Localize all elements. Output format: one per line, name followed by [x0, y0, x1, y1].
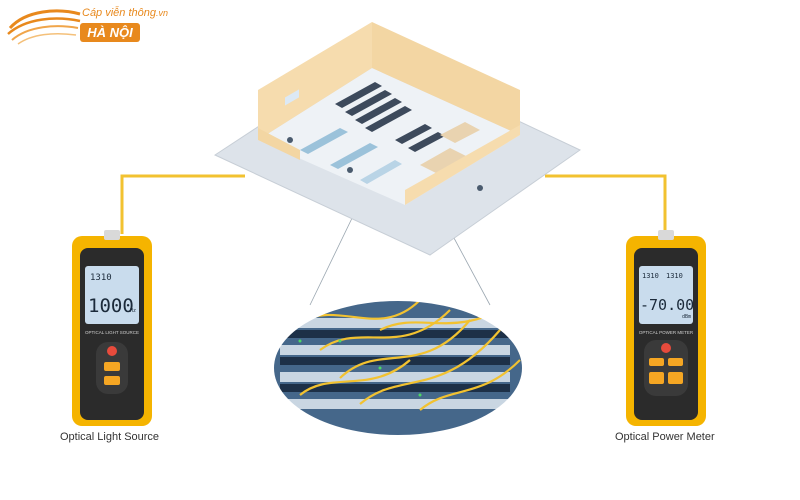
logo-city-badge: HÀ NỘI — [80, 23, 140, 42]
left-fiber-cable — [120, 174, 245, 234]
logo-brand-name: Cáp viễn thông — [82, 7, 156, 19]
left-lcd-small: 1310 — [90, 273, 112, 283]
right-btn-3 — [649, 372, 664, 384]
optical-light-source-device: 1310 1000 Hz OPTICAL LIGHT SOURCE — [72, 230, 152, 426]
logo-brand-suffix: .vn — [156, 8, 169, 18]
left-mode-button — [104, 362, 120, 371]
left-lcd-unit: Hz — [130, 308, 136, 314]
right-btn-2 — [668, 358, 683, 366]
zoom-line-left — [309, 211, 356, 306]
right-lcd-unit: dBm — [682, 314, 691, 320]
right-lcd-small: 1310 — [642, 272, 659, 280]
right-btn-4 — [668, 372, 683, 384]
right-power-button-icon — [661, 343, 671, 353]
right-lcd-main: -70.00 — [640, 296, 694, 314]
right-device-caption: Optical Power Meter — [615, 431, 715, 443]
optical-power-meter-device: 1310 1310 -70.00 dBm OPTICAL POWER METER — [626, 230, 706, 426]
logo-brand-text: Cáp viễn thông.vn — [82, 7, 168, 19]
right-fiber-cable — [545, 174, 667, 234]
left-wave-button — [104, 376, 120, 385]
fiber-patch-panel-photo — [273, 300, 523, 436]
right-lcd-small-2: 1310 — [666, 272, 683, 280]
left-power-button-icon — [107, 346, 117, 356]
right-btn-1 — [649, 358, 664, 366]
logo-swoosh-icon — [7, 9, 81, 45]
right-panel-label: OPTICAL POWER METER — [639, 330, 694, 335]
left-device-caption: Optical Light Source — [60, 431, 160, 443]
left-panel-label: OPTICAL LIGHT SOURCE — [85, 330, 139, 335]
left-lcd-main: 1000 — [88, 295, 134, 317]
data-center-floorplan — [213, 22, 581, 256]
